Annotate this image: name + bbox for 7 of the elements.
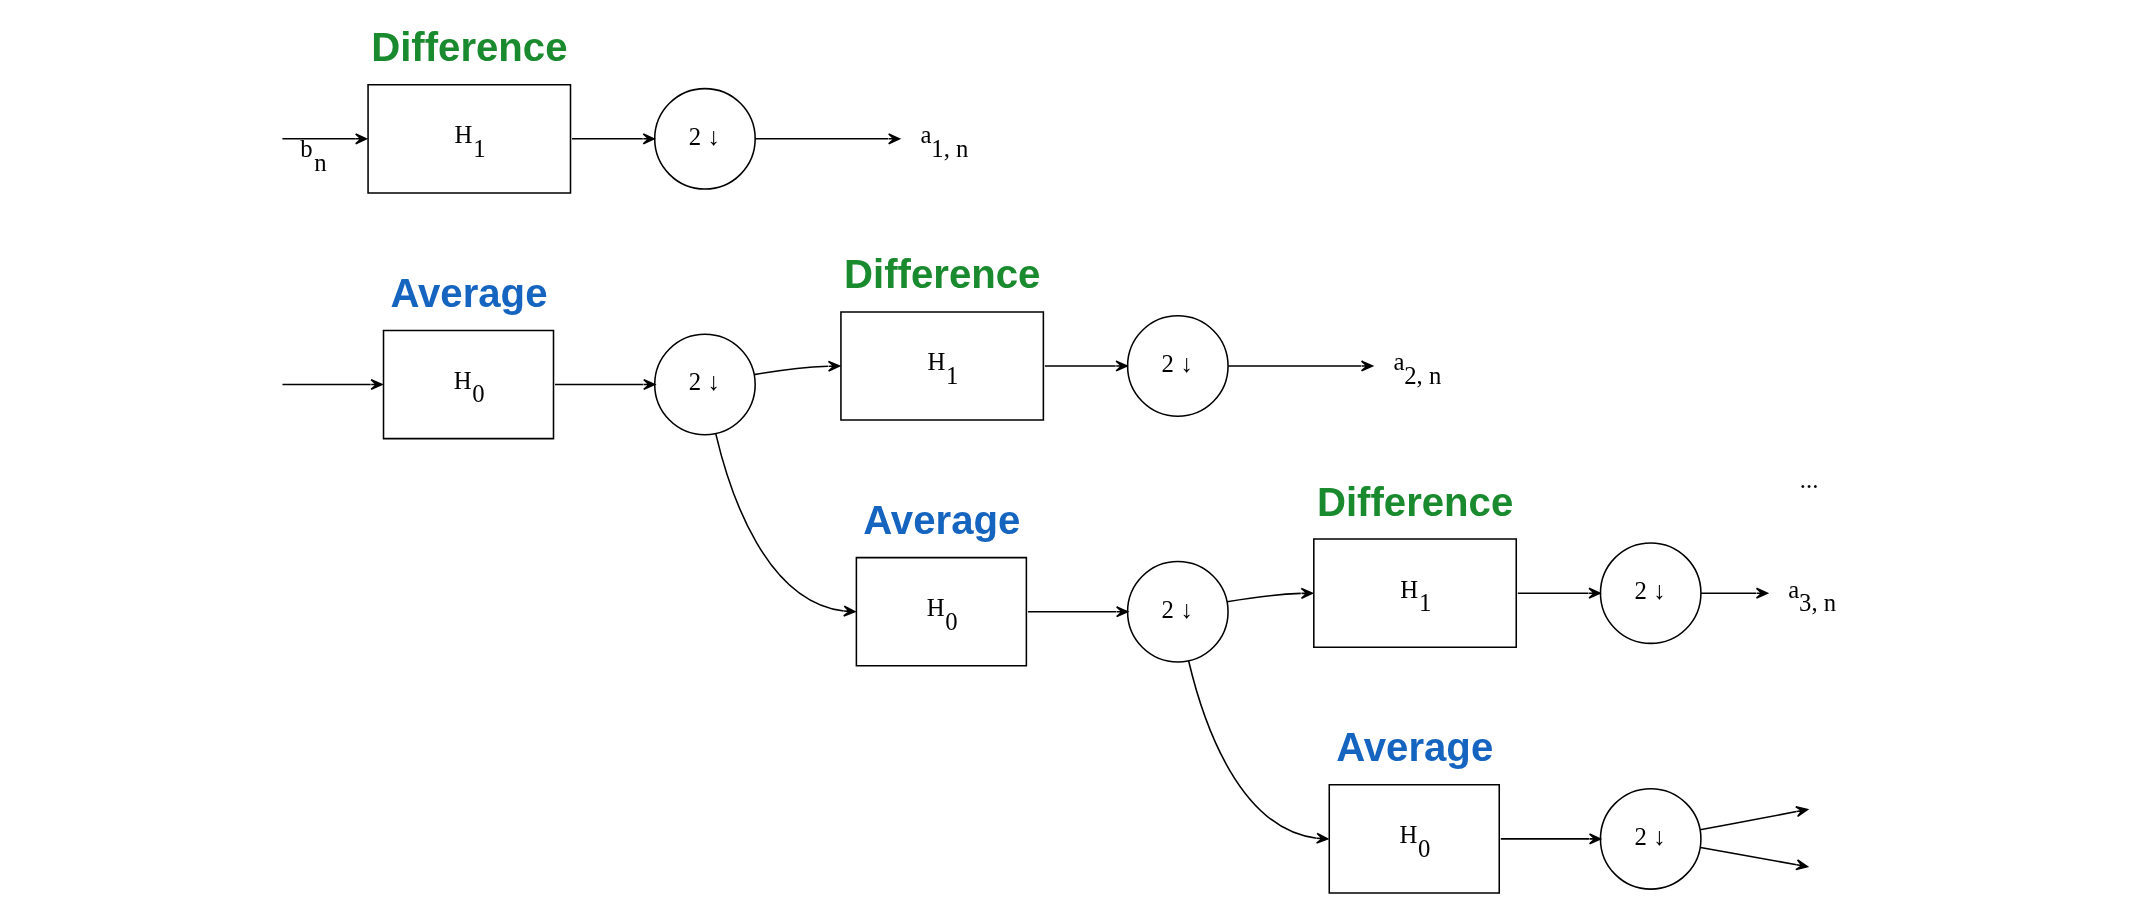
node-label: Difference bbox=[1316, 479, 1513, 525]
node-label: Average bbox=[389, 270, 547, 316]
node-label: Average bbox=[862, 498, 1020, 544]
node-label: Difference bbox=[843, 252, 1040, 298]
label: ... bbox=[1799, 465, 1818, 493]
node-label: Average bbox=[1335, 725, 1493, 771]
node-label: Difference bbox=[370, 25, 568, 71]
